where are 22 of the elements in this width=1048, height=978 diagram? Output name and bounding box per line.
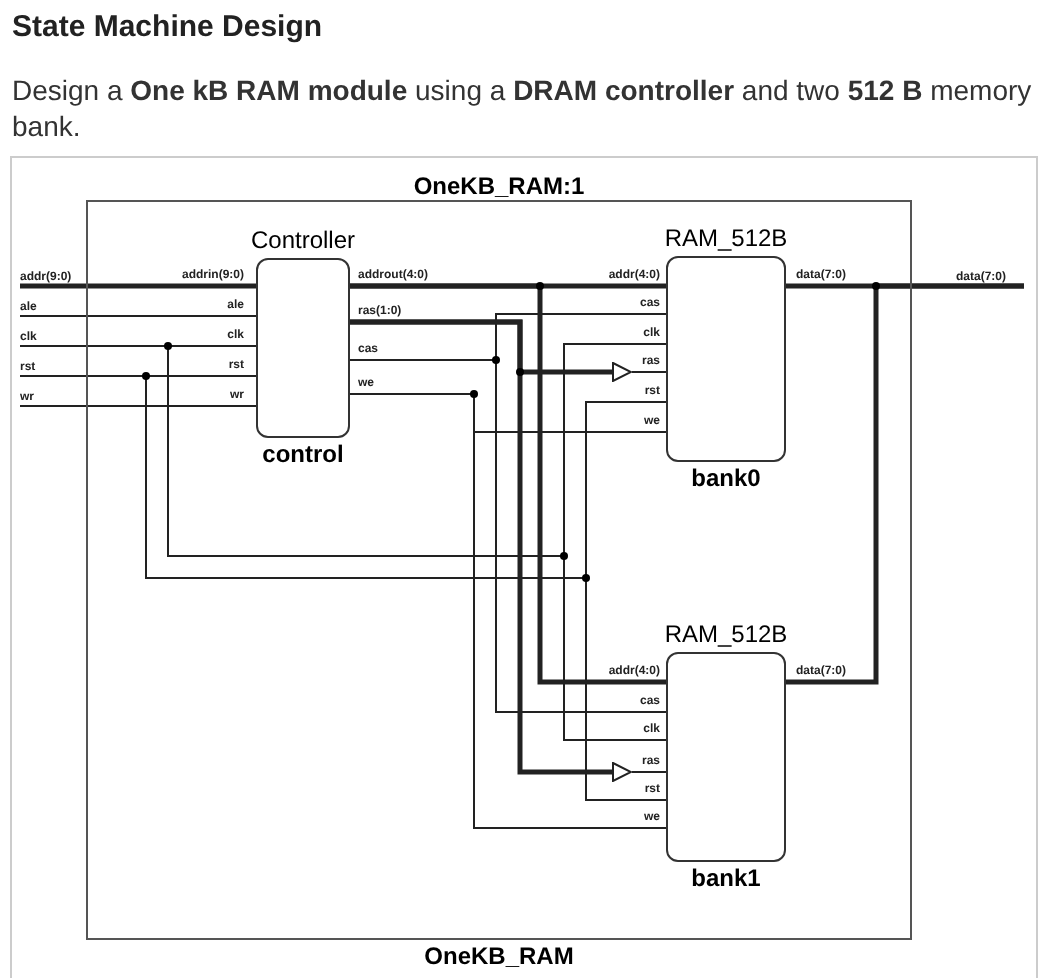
buffer-symbol xyxy=(612,762,632,782)
instance-name: OneKB_RAM xyxy=(424,940,574,974)
module-name: RAM_512B xyxy=(664,222,788,256)
bus-wire xyxy=(786,283,1024,685)
module-name: RAM_512B xyxy=(664,618,788,652)
module-name: Controller xyxy=(250,224,356,258)
instance-name: control xyxy=(262,438,344,472)
bus-wire xyxy=(350,283,666,685)
title: State Machine Design xyxy=(12,8,323,48)
wire xyxy=(19,405,257,407)
wire xyxy=(631,371,667,373)
module-name: OneKB_RAM:1 xyxy=(413,170,585,204)
instance-name: bank1 xyxy=(691,862,761,896)
instance-name: bank0 xyxy=(691,462,761,496)
wire xyxy=(19,375,667,801)
wire xyxy=(19,315,257,317)
bus-wire xyxy=(350,319,612,775)
description: Design a One kB RAM module using a DRAM controller and two 512 B memory bank. xyxy=(12,72,1034,144)
bus-wire xyxy=(20,283,256,289)
buffer-symbol xyxy=(612,362,632,382)
wire xyxy=(631,771,667,773)
wire xyxy=(19,345,667,741)
